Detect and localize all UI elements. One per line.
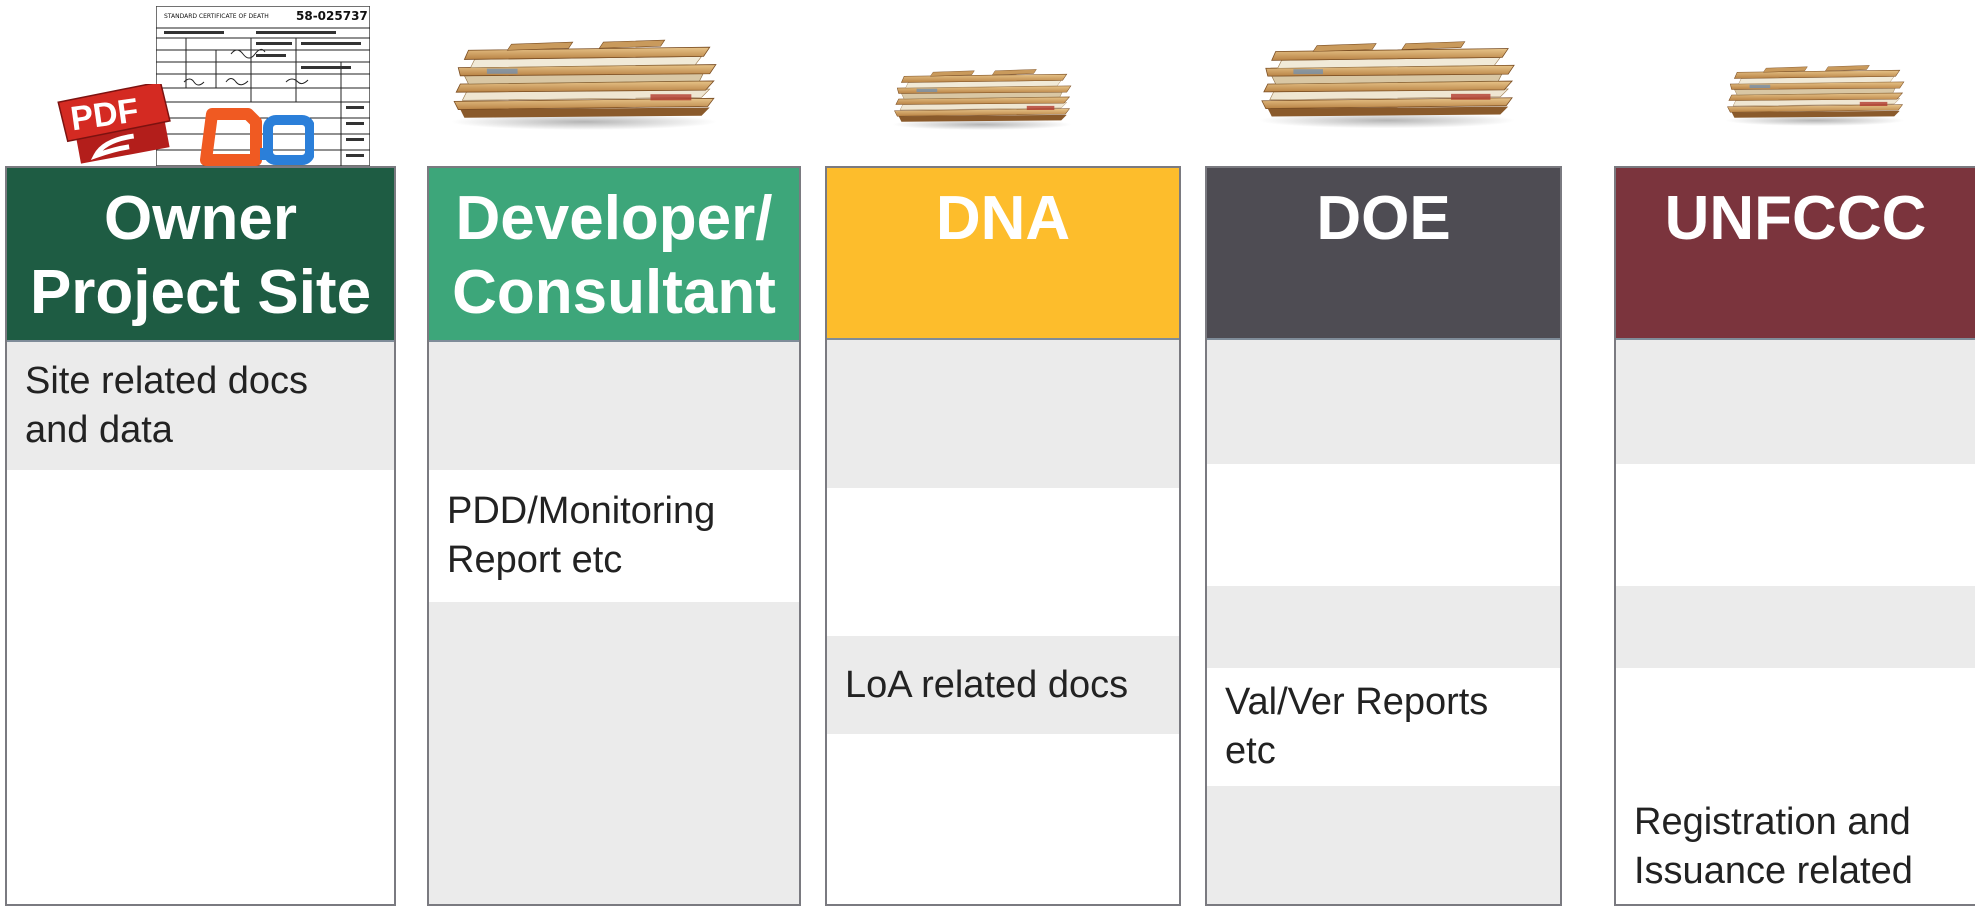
band-owner-rest bbox=[7, 470, 394, 904]
pdf-icon: PDF bbox=[57, 84, 171, 164]
doc-band-owner: Site related docs and data bbox=[7, 342, 394, 470]
column-doe: DOE Val/Ver Reports etc bbox=[1205, 166, 1562, 906]
doc-text-doe: Val/Ver Reports etc bbox=[1225, 681, 1489, 772]
folder-stack-image-unfccc bbox=[1724, 64, 1906, 126]
doc-band-doe: Val/Ver Reports etc bbox=[1207, 668, 1560, 786]
band-dna-2 bbox=[827, 488, 1179, 636]
column-dna: DNA LoA related docs bbox=[825, 166, 1181, 906]
column-title-line1: Owner bbox=[104, 184, 297, 253]
column-header-unfccc: UNFCCC bbox=[1616, 168, 1975, 340]
doc-text-developer: PDD/Monitoring Report etc bbox=[447, 490, 716, 581]
column-developer-consultant: Developer/ Consultant PDD/Monitoring Rep… bbox=[427, 166, 801, 906]
folder-stack-image-developer bbox=[450, 39, 718, 130]
column-title: DOE bbox=[1316, 184, 1451, 253]
column-header-owner: Owner Project Site bbox=[7, 168, 394, 342]
band-doe-1 bbox=[1207, 340, 1560, 464]
column-unfccc: UNFCCC Registration and Issuance related bbox=[1614, 166, 1975, 906]
column-header-developer: Developer/ Consultant bbox=[429, 168, 799, 342]
band-dna-4 bbox=[827, 734, 1179, 904]
folder-stack-image-dna bbox=[891, 68, 1073, 130]
doc-band-unfccc: Registration and Issuance related bbox=[1616, 786, 1975, 904]
column-owner-project-site: Owner Project Site Site related docs and… bbox=[5, 166, 396, 906]
band-doe-5 bbox=[1207, 786, 1560, 904]
column-title-line1: Developer/ bbox=[455, 184, 773, 253]
column-header-doe: DOE bbox=[1207, 168, 1560, 340]
band-developer-1 bbox=[429, 342, 799, 470]
column-title: DNA bbox=[935, 184, 1071, 253]
doc-band-developer: PDD/Monitoring Report etc bbox=[429, 470, 799, 602]
column-title: UNFCCC bbox=[1664, 184, 1927, 253]
band-unfccc-3 bbox=[1616, 586, 1975, 668]
band-developer-3 bbox=[429, 602, 799, 904]
doc-text-owner: Site related docs and data bbox=[25, 360, 309, 451]
folder-stack-image-doe bbox=[1258, 41, 1516, 129]
band-unfccc-4 bbox=[1616, 668, 1975, 786]
band-doe-3 bbox=[1207, 586, 1560, 668]
doc-band-dna: LoA related docs bbox=[827, 636, 1179, 734]
pdf-icon-label: PDF bbox=[68, 91, 141, 138]
column-header-dna: DNA bbox=[827, 168, 1179, 340]
certificate-number: 58-025737 bbox=[296, 9, 368, 23]
band-unfccc-1 bbox=[1616, 340, 1975, 464]
app-logo-icon bbox=[200, 108, 314, 166]
band-unfccc-2 bbox=[1616, 464, 1975, 586]
column-title-line2: Consultant bbox=[452, 258, 776, 327]
doc-text-dna: LoA related docs bbox=[845, 663, 1129, 706]
band-doe-2 bbox=[1207, 464, 1560, 586]
column-title-line2: Project Site bbox=[29, 258, 372, 327]
certificate-title: STANDARD CERTIFICATE OF DEATH bbox=[164, 13, 269, 20]
doc-text-unfccc: Registration and Issuance related bbox=[1634, 801, 1913, 892]
band-dna-1 bbox=[827, 340, 1179, 488]
